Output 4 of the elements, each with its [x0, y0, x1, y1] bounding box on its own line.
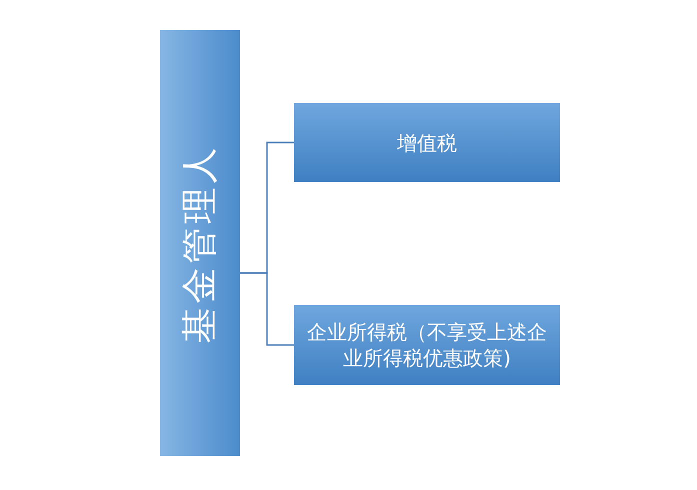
process-box: 增值税	[294, 103, 560, 182]
connector-line	[240, 272, 294, 346]
vertical-box: 基金管理人	[160, 30, 240, 456]
process-box: 企业所得税（不享受上述企业所得税优惠政策)	[294, 305, 560, 385]
